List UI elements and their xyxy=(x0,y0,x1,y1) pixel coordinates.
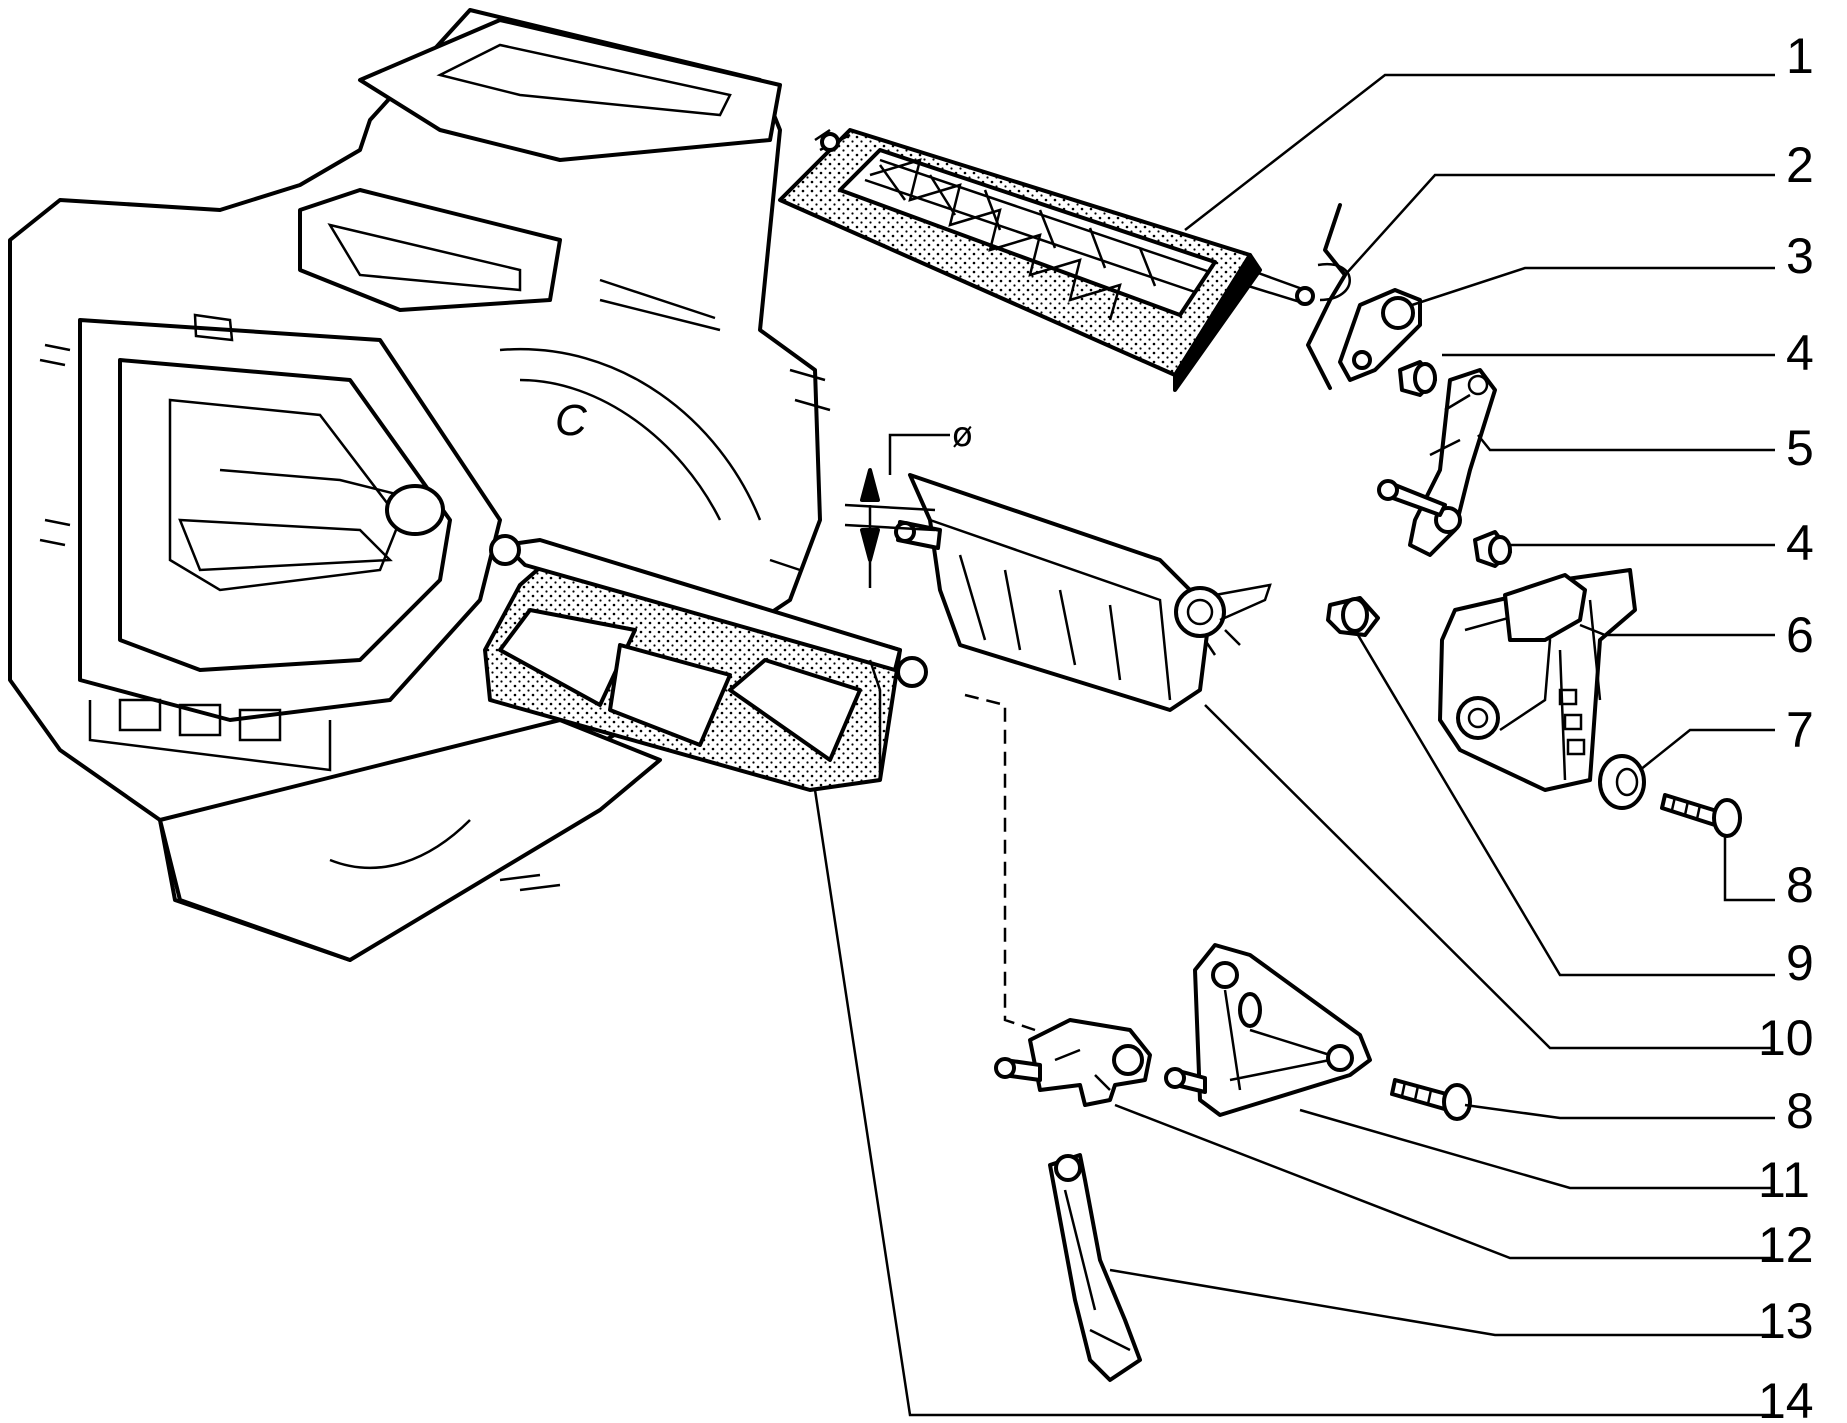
part-8-screw-lower xyxy=(1390,1078,1472,1121)
part-1-upper-flap xyxy=(778,128,1315,392)
part-12-pivot xyxy=(994,1018,1152,1107)
part-5-link-arm xyxy=(1377,368,1497,557)
part-4-bush-lower xyxy=(1473,530,1512,568)
housing-mark: C xyxy=(555,396,588,445)
callout-9: 9 xyxy=(1786,935,1814,991)
part-14-lower-flap xyxy=(483,534,928,792)
diameter-symbol: ø xyxy=(952,415,973,455)
part-4-bush-upper xyxy=(1398,360,1437,397)
callout-4: 4 xyxy=(1786,325,1814,381)
callout-labels: 1 2 3 4 5 4 6 7 8 9 10 8 11 12 13 14 xyxy=(1758,28,1814,1423)
callout-2: 2 xyxy=(1786,137,1814,193)
callout-8b: 8 xyxy=(1786,1083,1814,1139)
part-8-screw-upper xyxy=(1660,793,1742,838)
part-11-bracket xyxy=(1164,943,1372,1117)
callout-10: 10 xyxy=(1758,1010,1814,1066)
part-10-middle-flap xyxy=(894,473,1272,712)
callout-6: 6 xyxy=(1786,607,1814,663)
part-13-small-lever xyxy=(1048,1153,1142,1382)
part-9-bearing xyxy=(1326,596,1380,637)
callout-13: 13 xyxy=(1758,1293,1814,1349)
part-6-actuator xyxy=(1438,568,1637,792)
callout-12: 12 xyxy=(1758,1217,1814,1273)
heater-housing: C xyxy=(8,8,831,962)
leader-lines xyxy=(813,73,1775,1417)
callout-5: 5 xyxy=(1786,420,1814,476)
callout-1: 1 xyxy=(1786,28,1814,84)
callout-4b: 4 xyxy=(1786,515,1814,571)
callout-3: 3 xyxy=(1786,228,1814,284)
assembly-axis-line xyxy=(964,693,1036,1032)
callout-11: 11 xyxy=(1758,1152,1810,1208)
part-3-lever xyxy=(1338,288,1422,382)
diameter-dimension: ø xyxy=(844,415,973,588)
callout-8: 8 xyxy=(1786,857,1814,913)
callout-7: 7 xyxy=(1786,702,1814,758)
part-2-spring xyxy=(1306,203,1351,390)
callout-14: 14 xyxy=(1758,1373,1814,1423)
part-7-washer xyxy=(1598,754,1646,810)
